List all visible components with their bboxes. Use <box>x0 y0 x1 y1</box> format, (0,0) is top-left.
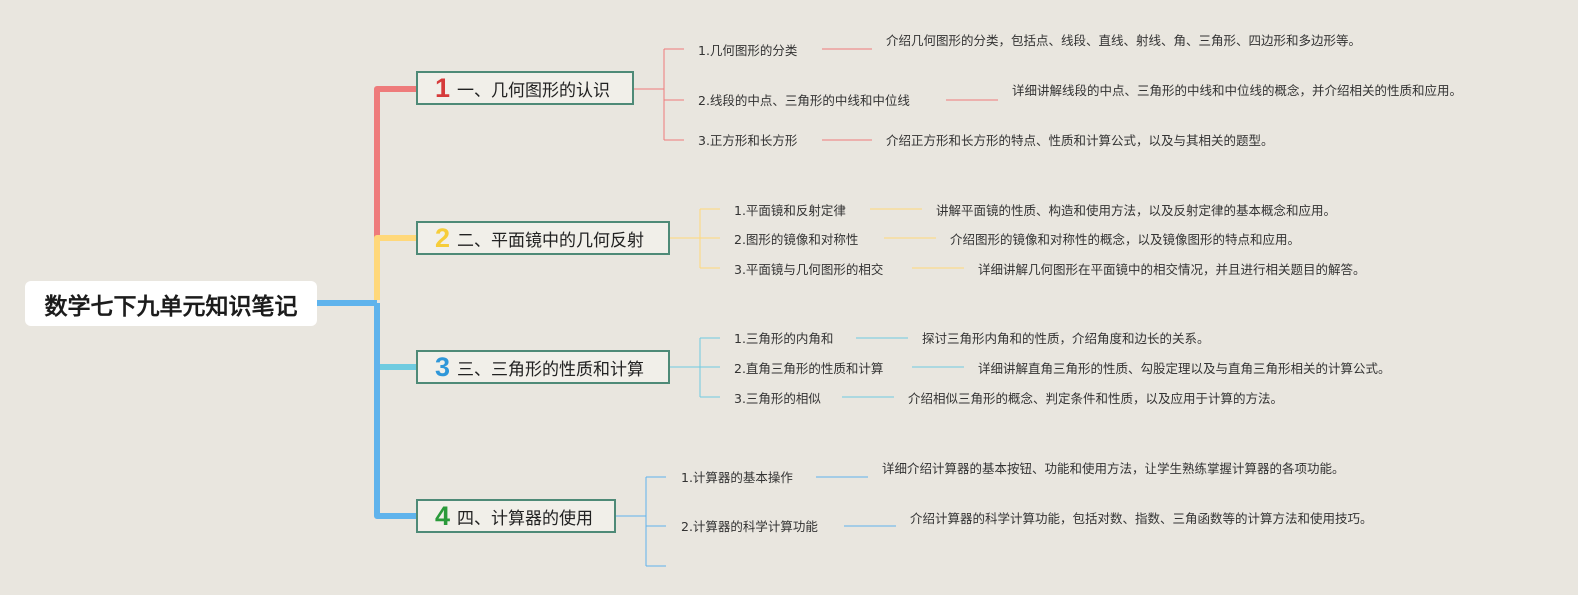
subtopic-note-3-3: 介绍相似三角形的概念、判定条件和性质，以及应用于计算的方法。 <box>908 391 1284 406</box>
subtopic-3-1[interactable]: 1.三角形的内角和 <box>734 331 834 346</box>
branch-topic-1[interactable]: 1 一、几何图形的认识 <box>416 71 634 105</box>
subtopic-note-2-3: 详细讲解几何图形在平面镜中的相交情况，并且进行相关题目的解答。 <box>978 262 1366 277</box>
subtopic-note-1-1: 介绍几何图形的分类，包括点、线段、直线、射线、角、三角形、四边形和多边形等。 <box>886 33 1362 48</box>
subtopic-3-3[interactable]: 3.三角形的相似 <box>734 391 821 406</box>
root-topic[interactable]: 数学七下九单元知识笔记 <box>25 281 317 326</box>
subtopic-1-2[interactable]: 2.线段的中点、三角形的中线和中位线 <box>698 93 910 108</box>
stem-branch-2 <box>374 235 416 300</box>
stem-branch-3 <box>374 303 416 370</box>
branch-topic-4[interactable]: 4 四、计算器的使用 <box>416 499 616 533</box>
subtopic-note-1-2: 详细讲解线段的中点、三角形的中线和中位线的概念，并介绍相关的性质和应用。 <box>1012 83 1463 98</box>
subtopic-note-4-1: 详细介绍计算器的基本按钮、功能和使用方法，让学生熟练掌握计算器的各项功能。 <box>882 461 1345 476</box>
subtopic-4-2[interactable]: 2.计算器的科学计算功能 <box>681 519 818 534</box>
branch-number-2: 2 <box>435 222 451 253</box>
subtopic-note-4-2: 介绍计算器的科学计算功能，包括对数、指数、三角函数等的计算方法和使用技巧。 <box>910 511 1373 526</box>
subtopic-note-2-1: 讲解平面镜的性质、构造和使用方法，以及反射定律的基本概念和应用。 <box>936 203 1337 218</box>
branch-title-1: 一、几何图形的认识 <box>457 80 611 101</box>
branch-title-3: 三、三角形的性质和计算 <box>457 359 645 380</box>
branch-topic-2[interactable]: 2 二、平面镜中的几何反射 <box>416 221 670 255</box>
branch-number-1: 1 <box>435 72 451 103</box>
subtopic-2-3[interactable]: 3.平面镜与几何图形的相交 <box>734 262 884 277</box>
branch-title-4: 四、计算器的使用 <box>457 508 594 529</box>
subtopic-1-3[interactable]: 3.正方形和长方形 <box>698 133 798 148</box>
branch-number-3: 3 <box>435 351 451 382</box>
subtopic-note-3-2: 详细讲解直角三角形的性质、勾股定理以及与直角三角形相关的计算公式。 <box>978 361 1391 376</box>
subtopic-2-1[interactable]: 1.平面镜和反射定律 <box>734 203 846 218</box>
root-title: 数学七下九单元知识笔记 <box>44 293 298 320</box>
subtopic-4-1[interactable]: 1.计算器的基本操作 <box>681 470 793 485</box>
subtopic-3-2[interactable]: 2.直角三角形的性质和计算 <box>734 361 884 376</box>
subtopic-note-1-3: 介绍正方形和长方形的特点、性质和计算公式，以及与其相关的题型。 <box>886 133 1274 148</box>
stem-branch-4 <box>374 303 416 519</box>
stem-branch-1 <box>374 86 416 300</box>
branch-number-4: 4 <box>435 500 451 531</box>
branch-topic-3[interactable]: 3 三、三角形的性质和计算 <box>416 350 670 384</box>
branch-title-2: 二、平面镜中的几何反射 <box>457 230 645 251</box>
subtopic-note-2-2: 介绍图形的镜像和对称性的概念，以及镜像图形的特点和应用。 <box>950 232 1301 247</box>
subtopic-1-1[interactable]: 1.几何图形的分类 <box>698 43 798 58</box>
subtopic-note-3-1: 探讨三角形内角和的性质，介绍角度和边长的关系。 <box>922 331 1210 346</box>
subtopic-2-2[interactable]: 2.图形的镜像和对称性 <box>734 232 859 247</box>
